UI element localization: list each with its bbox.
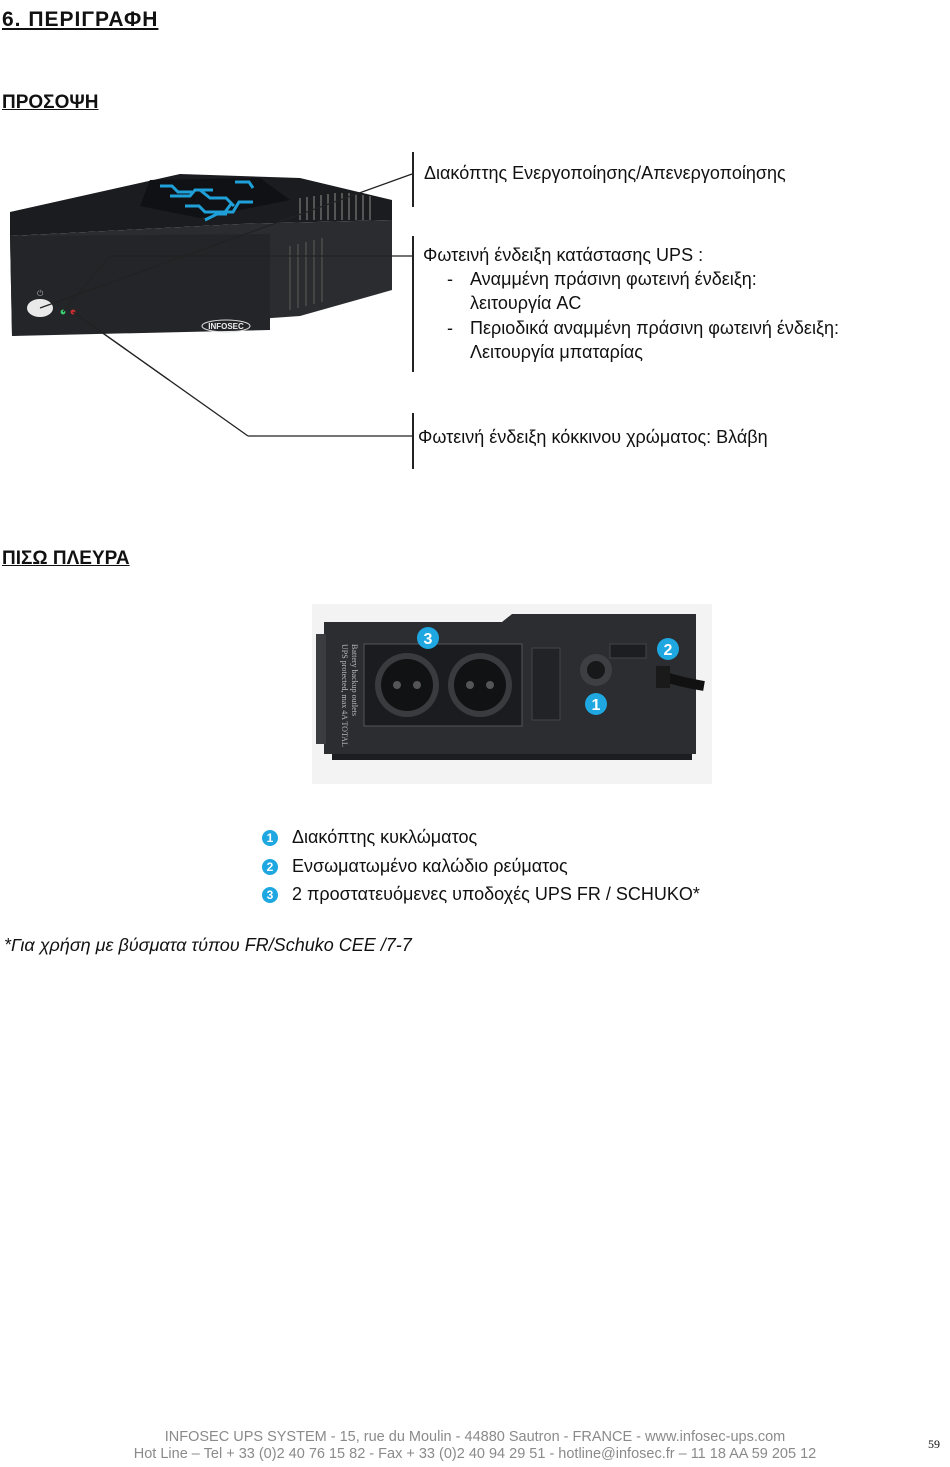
callout-status-title: Φωτεινή ένδειξη κατάστασης UPS : [423, 245, 704, 265]
legend-number-1: 1 [262, 829, 278, 846]
legend-text-1: Διακόπτης κυκλώματος [292, 827, 478, 847]
ups-back-image: UPS protected, max 4A TOTAL Battery back… [312, 604, 712, 784]
legend-item-1: 1 Διακόπτης κυκλώματος [262, 827, 477, 848]
footnote: *Για χρήση με βύσματα τύπου FR/Schuko CE… [4, 935, 412, 955]
ups-front-image: ⏻ INFOSEC [10, 173, 413, 380]
legend-text-2: Ενσωματωμένο καλώδιο ρεύματος [292, 856, 568, 876]
page-heading: 6. ΠΕΡΙΓΡΑΦΗ [2, 8, 159, 31]
device-logo: INFOSEC [208, 322, 244, 331]
device-label-1: UPS protected, max 4A TOTAL [340, 644, 349, 747]
callout-bar-power [412, 152, 414, 207]
callout-status-line-2b: Λειτουργία μπαταρίας [470, 342, 643, 362]
callout-status-dash-1: - [447, 269, 453, 289]
badge-2-label: 2 [664, 642, 673, 659]
back-section-title: ΠΙΣΩ ΠΛΕΥΡΑ [2, 548, 130, 569]
badge-3-icon [417, 627, 439, 649]
callout-status-line-2: Περιοδικά αναμμένη πράσινη φωτεινή ένδει… [470, 318, 840, 338]
legend-number-2: 2 [262, 858, 278, 875]
device-label-2: Battery backup outlets [350, 644, 359, 716]
callout-status-dash-2: - [447, 318, 453, 338]
callout-status-line-1b: λειτουργία AC [470, 293, 582, 313]
callout-status-line-1: Αναμμένη πράσινη φωτεινή ένδειξη: [470, 269, 757, 289]
callout-bar-status [412, 236, 414, 372]
callout-power-switch: Διακόπτης Ενεργοποίησης/Απενεργοποίησης [424, 163, 786, 183]
legend-item-2: 2 Ενσωματωμένο καλώδιο ρεύματος [262, 856, 568, 877]
page-number: 59 [928, 1437, 940, 1451]
legend-item-3: 3 2 προστατευόμενες υποδοχές UPS FR / SC… [262, 884, 700, 905]
callout-fault: Φωτεινή ένδειξη κόκκινου χρώματος: Βλάβη [418, 427, 768, 447]
badge-1-icon [585, 693, 607, 715]
front-section-title: ΠΡΟΣΟΨΗ [2, 92, 99, 113]
callout-bar-fault [412, 413, 414, 469]
legend-text-3: 2 προστατευόμενες υποδοχές UPS FR / SCHU… [292, 884, 700, 904]
svg-text:⏻: ⏻ [37, 289, 44, 298]
badge-2-icon [657, 638, 679, 660]
badge-1-label: 1 [592, 697, 601, 714]
footer-line-2: Hot Line – Tel + 33 (0)2 40 76 15 82 - F… [133, 1446, 817, 1462]
badge-3-label: 3 [424, 631, 433, 648]
circuit-pattern-icon [160, 180, 255, 222]
legend-number-3: 3 [262, 886, 278, 903]
footer-line-1: INFOSEC UPS SYSTEM - 15, rue du Moulin -… [164, 1429, 786, 1445]
